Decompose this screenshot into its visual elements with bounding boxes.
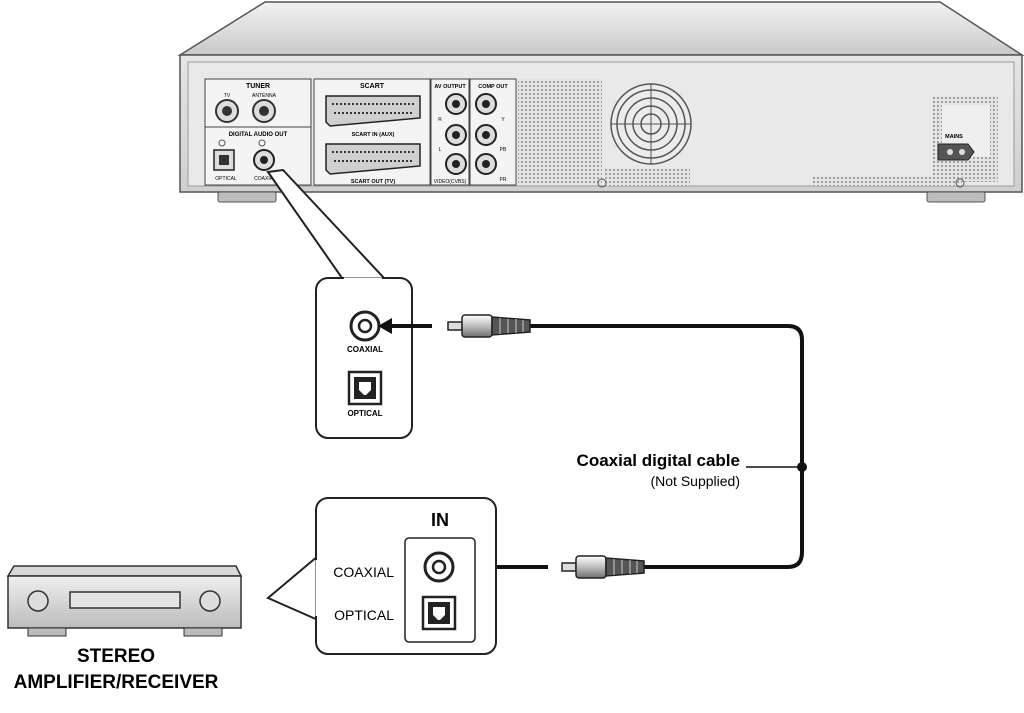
vent-grille-bottom	[604, 168, 690, 186]
tuner-label: TUNER	[246, 83, 270, 90]
bottom-rca-plug-icon	[561, 555, 645, 579]
top-arrow-icon	[378, 318, 432, 334]
tuner-section: TUNER TV ANTENNA	[204, 78, 312, 128]
receiver-label-line1: STEREO	[77, 646, 155, 667]
optical-small-label: OPTICAL	[215, 176, 237, 182]
comp-y-label: Y	[501, 117, 505, 123]
zoom-bottom-coaxial-label: COAXIAL	[333, 564, 394, 580]
stereo-receiver-icon	[6, 565, 243, 637]
player-unit: TUNER TV ANTENNA DIGITAL AUDIO OUT OPTIC…	[177, 1, 1024, 203]
zoom-top-optical-label: OPTICAL	[347, 409, 382, 418]
zoom-top-coaxial-label: COAXIAL	[347, 345, 383, 354]
scart-label: SCART	[360, 83, 385, 90]
av-r-label: R	[438, 117, 442, 123]
antenna-port-label: ANTENNA	[252, 93, 277, 99]
comp-out-label: COMP OUT	[478, 84, 508, 90]
av-output-label: AV OUTPUT	[434, 84, 466, 90]
vent-grille-left	[518, 79, 602, 185]
av-video-label: VIDEO(CVBS)	[434, 179, 467, 185]
coaxial-small-label: COAXIAL	[254, 176, 276, 182]
bottom-zoom-callout: IN COAXIAL OPTICAL	[266, 497, 497, 655]
scart-section: SCART SCART IN (AUX) SCART OUT (TV)	[313, 78, 431, 186]
comp-out-section: COMP OUT Y PB PR	[469, 78, 517, 186]
coaxial-jack-icon	[349, 310, 381, 342]
av-l-label: L	[439, 147, 442, 153]
tv-port-label: TV	[224, 93, 231, 99]
comp-pr-label: PR	[500, 177, 507, 183]
scart-out-label: SCART OUT (TV)	[351, 179, 395, 185]
digital-audio-out-label: DIGITAL AUDIO OUT	[229, 132, 288, 138]
cable-line	[530, 324, 804, 569]
comp-pb-label: PB	[500, 147, 507, 153]
receiver-label-line2: AMPLIFIER/RECEIVER	[14, 672, 219, 693]
mains-inlet-icon	[937, 143, 975, 161]
av-output-section: AV OUTPUT R L VIDEO(CVBS)	[430, 78, 470, 186]
fan-icon	[610, 83, 692, 165]
receiver-coaxial-jack-icon	[423, 551, 455, 583]
top-rca-plug-icon	[447, 314, 531, 338]
scart-in-label: SCART IN (AUX)	[352, 132, 395, 138]
top-zoom-callout: COAXIAL OPTICAL	[266, 168, 413, 439]
mains-socket: MAINS	[937, 105, 990, 161]
mains-label: MAINS	[945, 134, 963, 140]
cable-title: Coaxial digital cable	[577, 451, 740, 470]
zoom-bottom-optical-label: OPTICAL	[334, 607, 394, 623]
cable-note: (Not Supplied)	[651, 473, 741, 489]
vent-grille-right	[812, 176, 962, 186]
digital-audio-out-section: DIGITAL AUDIO OUT OPTICAL COAXIAL	[204, 126, 312, 186]
in-label: IN	[431, 510, 449, 530]
